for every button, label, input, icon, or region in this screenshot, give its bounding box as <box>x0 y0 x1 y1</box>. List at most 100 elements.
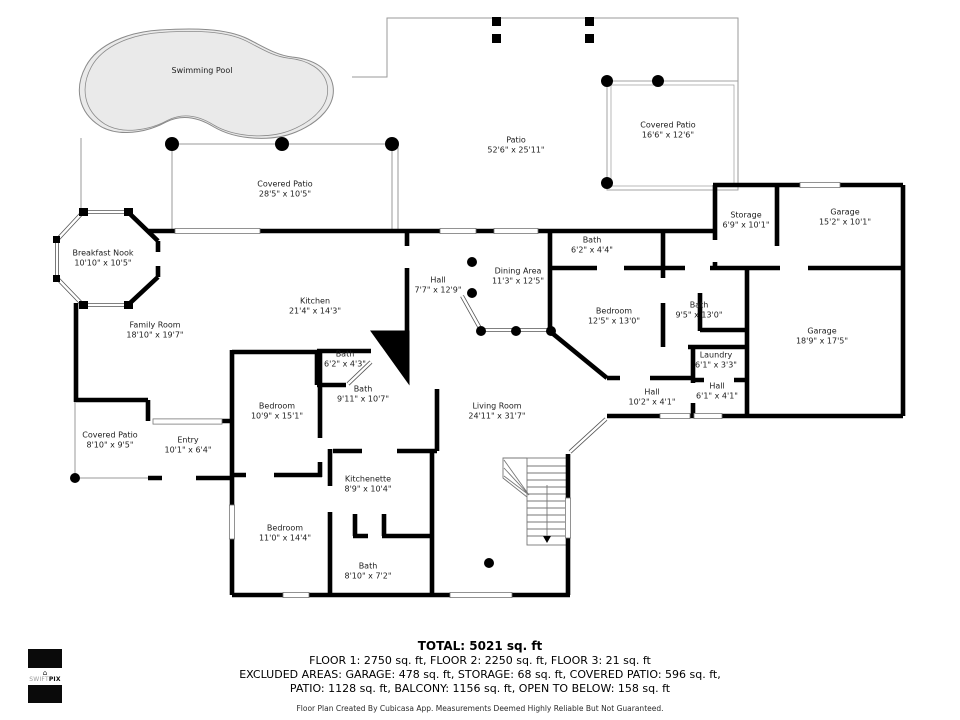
disclaimer: Floor Plan Created By Cubicasa App. Meas… <box>296 704 664 713</box>
windows <box>152 181 841 599</box>
logo-brand-gray: SWIFT <box>29 676 49 683</box>
room-name: Garage <box>807 326 837 336</box>
room-dims: 9'5" x 13'0" <box>675 311 723 320</box>
room-dims: 7'7" x 12'9" <box>414 286 462 295</box>
room-dims: 21'4" x 14'3" <box>288 307 342 316</box>
patio-outline <box>74 17 739 479</box>
room-dims: 6'9" x 10'1" <box>722 221 770 230</box>
room-name: Bath <box>582 235 602 245</box>
fireplace <box>370 330 410 386</box>
room-name: Living Room <box>472 401 522 411</box>
room-dims: 18'9" x 17'5" <box>795 337 849 346</box>
room-dims: 6'2" x 4'3" <box>324 360 366 369</box>
room-dims: 18'10" x 19'7" <box>126 331 184 340</box>
room-dims: 8'10" x 9'5" <box>86 441 134 450</box>
room-name: Bath <box>689 300 709 310</box>
room-dims: 10'9" x 15'1" <box>250 412 304 421</box>
room-name: Dining Area <box>494 266 542 276</box>
walls <box>73 182 906 598</box>
room-name: Bedroom <box>595 306 633 316</box>
room-dims: 6'1" x 4'1" <box>696 392 738 401</box>
room-dims: 16'6" x 12'6" <box>641 131 695 140</box>
room-name: Bath <box>353 384 373 394</box>
excluded-areas-line2: PATIO: 1128 sq. ft, BALCONY: 1156 sq. ft… <box>289 682 671 695</box>
room-name: Covered Patio <box>640 120 696 130</box>
room-dims: 15'2" x 10'1" <box>818 218 872 227</box>
logo-bottom-block <box>28 685 62 703</box>
room-name: Hall <box>709 381 725 391</box>
swiftpix-logo: ⌂ SWIFTPIX <box>28 649 62 703</box>
room-name: Covered Patio <box>82 430 138 440</box>
room-dims: 12'5" x 13'0" <box>587 317 641 326</box>
room-dims: 10'10" x 10'5" <box>74 259 132 268</box>
room-dims: 24'11" x 31'7" <box>468 412 526 421</box>
room-dims: 6'1" x 3'3" <box>695 361 737 370</box>
nook-posts <box>53 208 133 309</box>
room-name: Kitchenette <box>344 474 392 484</box>
room-name: Bath <box>335 349 355 359</box>
room-name: Hall <box>644 387 660 397</box>
logo-band: ⌂ SWIFTPIX <box>28 668 62 685</box>
swimming-pool-shape <box>78 28 334 139</box>
room-dims: 8'10" x 7'2" <box>344 572 392 581</box>
room-dims: 11'3" x 12'5" <box>491 277 545 286</box>
room-dims: 52'6" x 25'11" <box>487 146 545 155</box>
room-name: Bath <box>358 561 378 571</box>
area-summary: TOTAL: 5021 sq. ft FLOOR 1: 2750 sq. ft,… <box>0 639 960 713</box>
room-name: Garage <box>830 207 860 217</box>
room-name: Kitchen <box>299 296 331 306</box>
floor-areas: FLOOR 1: 2750 sq. ft, FLOOR 2: 2250 sq. … <box>309 654 651 667</box>
logo-top-block <box>28 649 62 668</box>
room-name: Storage <box>730 210 762 220</box>
room-dims: 6'2" x 4'4" <box>571 246 613 255</box>
room-name: Family Room <box>129 320 181 330</box>
room-name: Bedroom <box>266 523 304 533</box>
room-dims: 8'9" x 10'4" <box>344 485 392 494</box>
columns <box>70 75 664 568</box>
total-area: TOTAL: 5021 sq. ft <box>417 639 543 653</box>
room-name: Laundry <box>699 350 733 360</box>
room-dims: 11'0" x 14'4" <box>258 534 312 543</box>
room-name: Covered Patio <box>257 179 313 189</box>
pergola-posts <box>492 17 594 43</box>
room-dims: 10'2" x 4'1" <box>628 398 676 407</box>
room-name: Swimming Pool <box>171 65 233 75</box>
room-name: Patio <box>506 135 526 145</box>
staircase <box>502 457 569 546</box>
room-dims: 28'5" x 10'5" <box>258 190 312 199</box>
logo-brand-bold: PIX <box>48 676 61 683</box>
room-label-swimming-pool: Swimming Pool <box>172 66 233 76</box>
room-name: Entry <box>177 435 199 445</box>
logo-brand-text: SWIFTPIX <box>29 676 60 683</box>
excluded-areas-line1: EXCLUDED AREAS: GARAGE: 478 sq. ft, STOR… <box>239 668 721 681</box>
room-name: Hall <box>430 275 446 285</box>
house-icon: ⌂ <box>42 669 48 677</box>
room-dims: 10'1" x 6'4" <box>164 446 212 455</box>
